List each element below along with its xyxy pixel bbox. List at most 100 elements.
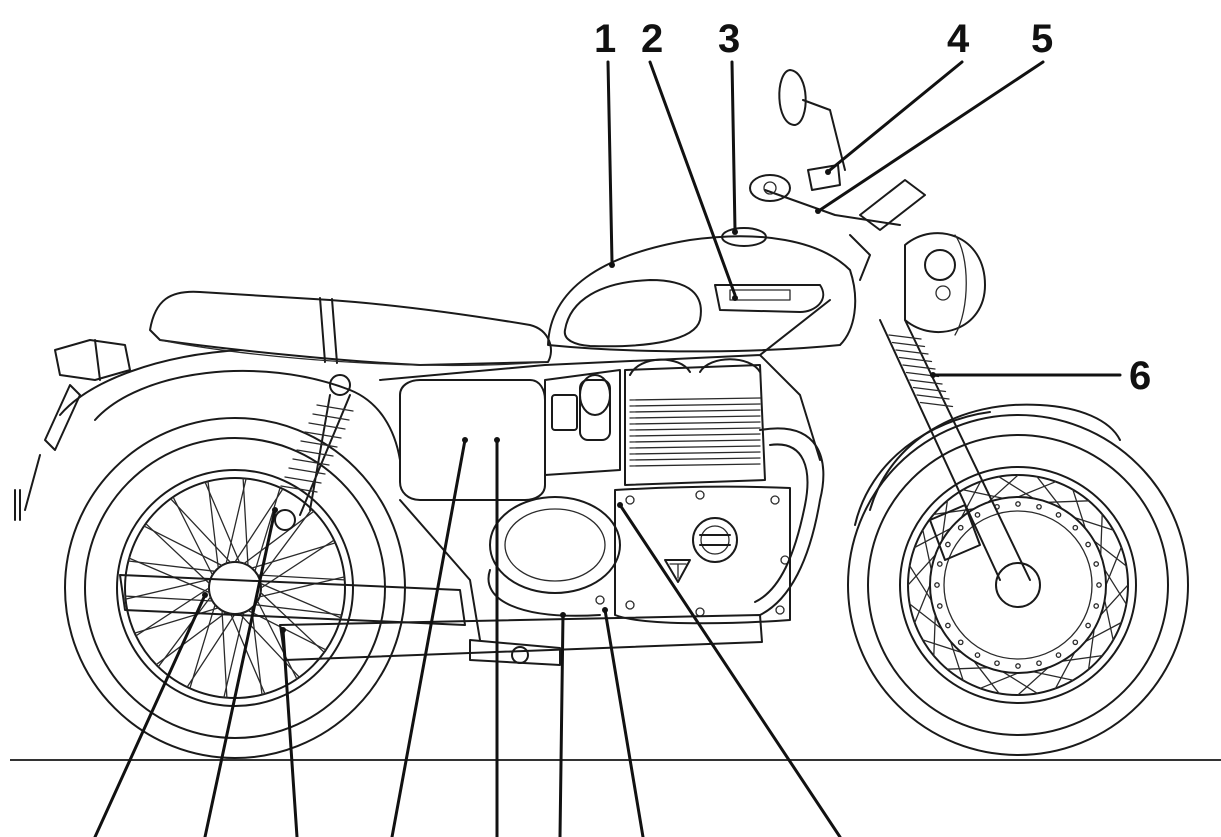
leader-line-bottom-h <box>618 503 842 837</box>
front-wheel <box>847 414 1189 756</box>
leader-line-4 <box>828 60 964 172</box>
line-detail <box>629 445 761 449</box>
line-detail <box>629 451 761 455</box>
front-brake-disc <box>929 496 1107 674</box>
line-detail <box>1100 513 1103 556</box>
disc-hole <box>1055 652 1062 658</box>
disc-hole <box>1036 660 1042 667</box>
line-detail <box>1104 599 1114 641</box>
line-detail <box>960 480 982 519</box>
line-detail <box>1017 667 1049 696</box>
line-detail <box>143 525 223 567</box>
line-detail <box>907 554 936 586</box>
line-detail <box>256 600 298 680</box>
line-detail <box>916 394 950 400</box>
line-detail <box>259 591 325 653</box>
line-detail <box>1073 516 1114 531</box>
line-detail <box>247 609 327 651</box>
line-detail <box>629 397 761 401</box>
disc-hole <box>974 652 981 658</box>
engine-bolt <box>695 607 705 617</box>
line-detail <box>1032 671 1074 681</box>
callout-2: 2 <box>641 17 663 61</box>
disc-hole <box>1096 582 1102 588</box>
line-detail <box>134 607 219 634</box>
line-detail <box>1104 569 1127 605</box>
disc-hole <box>1085 622 1091 629</box>
line-detail <box>304 431 342 439</box>
line-detail <box>296 449 334 457</box>
line-detail <box>941 500 949 542</box>
footpeg <box>469 639 561 666</box>
line-detail <box>254 487 281 572</box>
leader-line-bottom-d <box>390 438 467 837</box>
line-detail <box>913 527 952 549</box>
engine-bolt <box>770 495 780 505</box>
line-detail <box>1047 500 1090 503</box>
line-detail <box>629 415 761 419</box>
disc-hole <box>1093 603 1100 609</box>
line-detail <box>251 607 263 696</box>
disc-hole <box>957 639 964 646</box>
line-detail <box>207 480 219 569</box>
tank-knee-pad <box>563 279 702 348</box>
callout-1: 1 <box>594 17 616 61</box>
disc-hole <box>934 582 940 588</box>
line-detail <box>895 349 929 355</box>
disc-hole <box>1072 639 1079 646</box>
line-detail <box>898 356 933 363</box>
handlebar-grip <box>749 174 791 202</box>
line-detail <box>127 560 216 572</box>
engine-bolt <box>625 495 635 505</box>
line-detail <box>234 488 284 563</box>
line-detail <box>284 476 322 484</box>
disc-hole <box>945 622 951 629</box>
line-detail <box>259 582 342 619</box>
mirror <box>778 69 807 126</box>
line-detail <box>292 458 330 466</box>
line-detail <box>1105 546 1122 586</box>
line-detail <box>998 476 1034 499</box>
line-detail <box>629 421 761 425</box>
leader-line-bottom-b <box>203 508 277 837</box>
line-detail <box>189 604 216 689</box>
line-detail <box>1054 651 1076 690</box>
line-detail <box>308 422 346 430</box>
line-detail <box>155 611 227 666</box>
line-detail <box>225 477 247 565</box>
line-detail <box>1072 489 1087 530</box>
line-detail <box>629 457 761 461</box>
callout-3: 3 <box>718 17 740 61</box>
swingarm <box>119 574 466 626</box>
line-detail <box>1084 621 1123 643</box>
line-detail <box>229 612 266 695</box>
leader-line-bottom-c <box>281 628 299 837</box>
line-detail <box>629 433 761 437</box>
line-detail <box>254 604 343 616</box>
airbox <box>544 369 621 476</box>
leader-line-2 <box>648 60 737 297</box>
line-detail <box>629 403 761 407</box>
line-detail <box>1087 628 1095 670</box>
line-detail <box>979 672 1019 689</box>
timing-cover <box>692 517 738 563</box>
tank-badge <box>714 284 825 313</box>
seat <box>149 290 552 366</box>
line-detail <box>1017 481 1057 498</box>
line-detail <box>243 510 315 565</box>
line-detail <box>221 609 228 699</box>
line-detail <box>124 595 214 602</box>
line-detail <box>204 481 241 564</box>
headlight <box>904 232 986 334</box>
disc-hole <box>1085 541 1091 548</box>
engine-bolt <box>595 595 605 605</box>
line-detail <box>973 660 1000 694</box>
line-detail <box>223 611 245 699</box>
disc-hole <box>1015 663 1021 669</box>
disc-hole <box>1055 512 1062 518</box>
line-detail <box>919 401 954 408</box>
line-detail <box>124 578 212 600</box>
line-detail <box>909 565 932 601</box>
callout-5: 5 <box>1031 17 1053 61</box>
leader-line-bottom-a <box>93 593 207 837</box>
